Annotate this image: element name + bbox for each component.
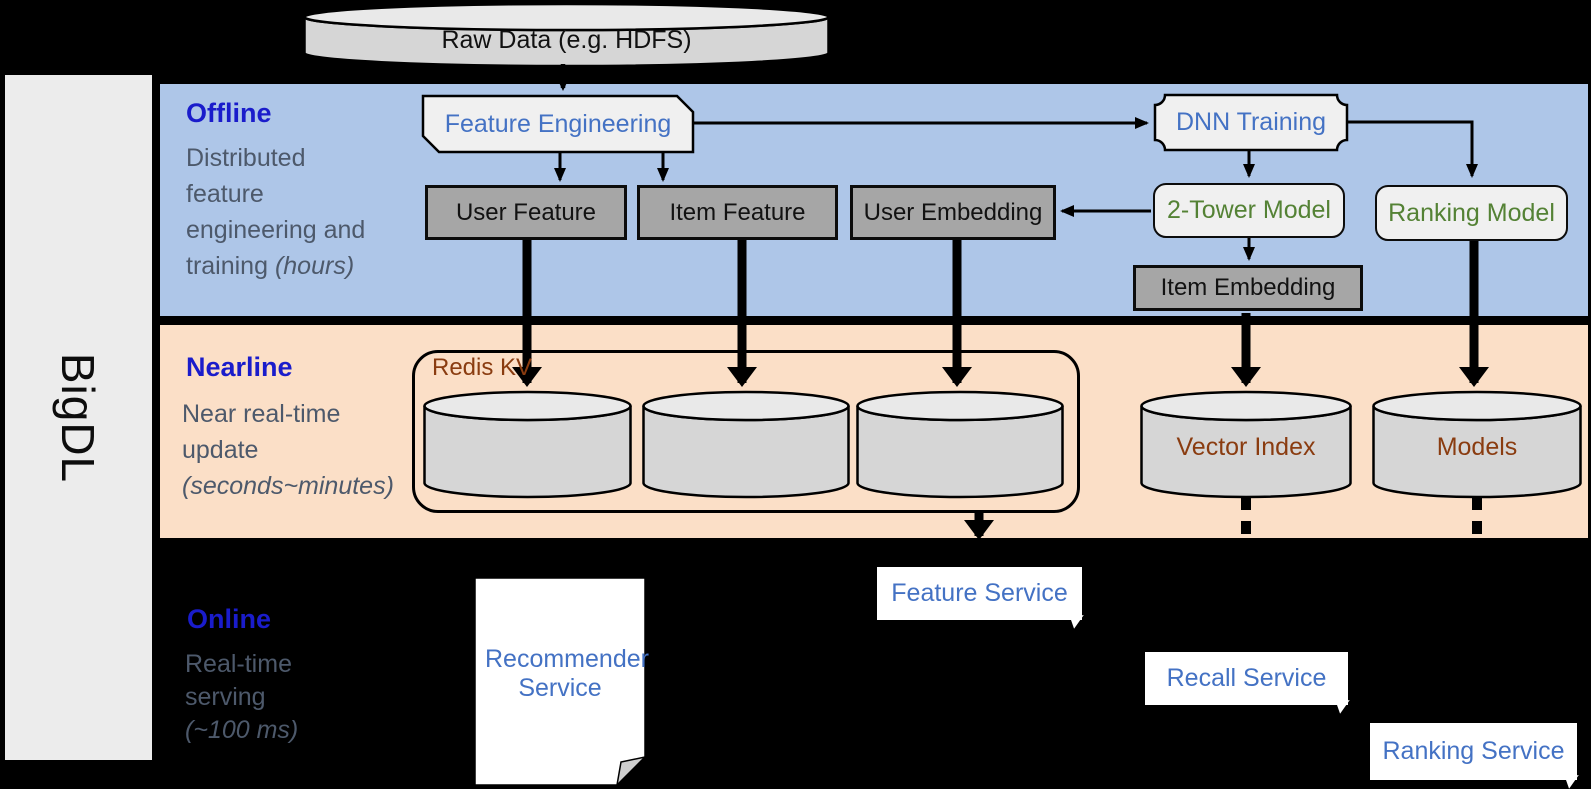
online-desc-line2: serving: [185, 683, 266, 711]
redis-cylinder-2: [642, 390, 850, 499]
ranking-model-node: Ranking Model: [1375, 185, 1568, 241]
online-desc-line1: Real-time: [185, 650, 292, 678]
raw-data-cylinder: [303, 2, 830, 68]
two-tower-model-node: 2-Tower Model: [1153, 183, 1345, 238]
offline-desc-line4: training (hours): [186, 248, 365, 284]
online-band-title: Online: [187, 604, 272, 634]
arrow-dnn-to-ranking-model: [1347, 120, 1478, 178]
feature-engineering-node: Feature Engineering: [444, 109, 672, 138]
offline-desc-line3: engineering and: [186, 216, 366, 244]
nearline-desc-line1: Near real-time: [182, 400, 341, 428]
redis-cylinder-3: [856, 390, 1064, 499]
thick-arrows: [512, 240, 1489, 540]
offline-band-description: Distributed feature engineering and trai…: [186, 140, 365, 284]
vector-index-cylinder: [1140, 390, 1352, 499]
vector-index-label: Vector Index: [1176, 432, 1316, 461]
bigdl-sidebar: BigDL: [5, 75, 152, 760]
recall-service-node: Recall Service: [1145, 652, 1348, 705]
offline-desc-line4-italic: (hours): [274, 252, 355, 280]
ranking-service-node: Ranking Service: [1370, 723, 1577, 780]
feature-service-node: Feature Service: [877, 567, 1082, 620]
offline-desc-line2: feature: [186, 180, 264, 208]
nearline-desc-line3: (seconds~minutes): [182, 472, 394, 500]
dashed-connectors: [1241, 497, 1482, 534]
offline-desc-line4-regular: training: [186, 252, 275, 280]
user-feature-node: User Feature: [425, 185, 627, 240]
offline-band-title: Offline: [186, 98, 272, 128]
recommender-service-label: Recommender Service: [485, 645, 649, 702]
models-label: Models: [1436, 432, 1518, 461]
models-cylinder: [1372, 390, 1582, 499]
feature-engineering-shape: [421, 94, 695, 154]
item-embedding-node: Item Embedding: [1133, 265, 1363, 311]
raw-data-label: Raw Data (e.g. HDFS): [441, 26, 692, 54]
dnn-training-shape: [1153, 93, 1349, 152]
dnn-training-node: DNN Training: [1175, 108, 1327, 136]
item-feature-node: Item Feature: [637, 185, 838, 240]
nearline-band-description: Near real-time update (seconds~minutes): [182, 396, 394, 504]
online-band-description: Real-time serving (~100 ms): [185, 648, 298, 747]
recommender-service-document: [474, 577, 648, 788]
online-desc-line3: (~100 ms): [185, 716, 299, 744]
nearline-band-title: Nearline: [186, 352, 293, 382]
redis-cylinder-1: [423, 390, 632, 499]
nearline-desc-line2: update: [182, 436, 259, 464]
offline-desc-line1: Distributed: [186, 144, 306, 172]
user-embedding-node: User Embedding: [850, 185, 1056, 240]
redis-kv-label: Redis KV: [432, 354, 533, 381]
thin-arrows: [554, 64, 1478, 261]
